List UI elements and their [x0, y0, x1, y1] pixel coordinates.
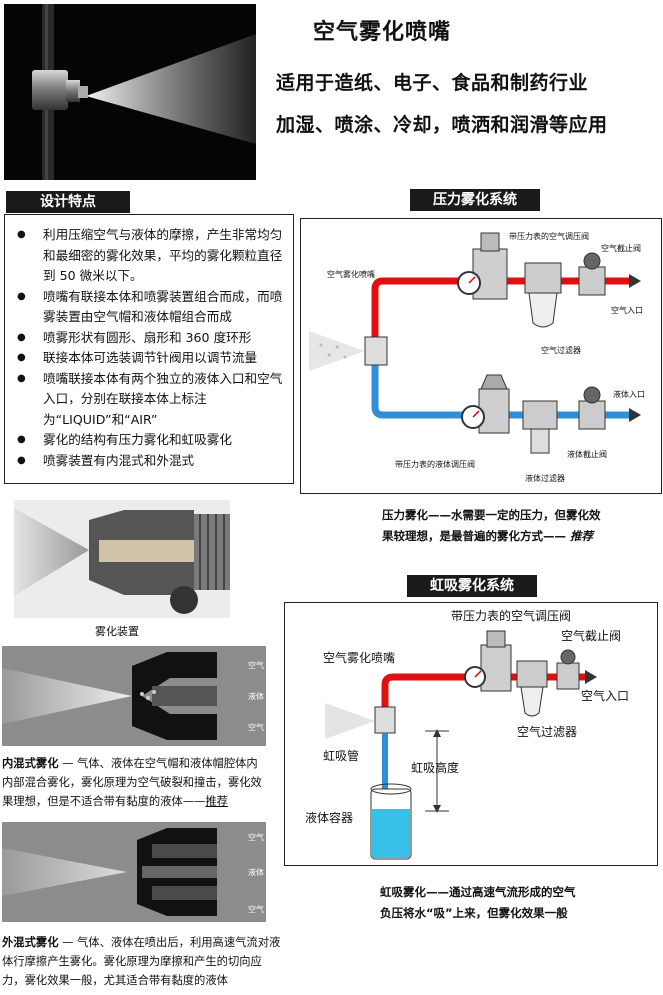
feature-item: 利用压缩空气与液体的摩擦，产生非常均匀和最细密的雾化效果，平均的雾化颗粒直径到 … — [15, 225, 285, 287]
recommend-link[interactable]: 推荐 — [205, 795, 228, 808]
atomizer-assembly-image — [14, 500, 230, 618]
pressure-caption-line2: 果较理想，是最普遍的雾化方式—— 推荐 — [382, 526, 593, 546]
atomizer-caption: 雾化装置 — [95, 625, 139, 638]
feature-item: 喷雾装置有内混式和外混式 — [15, 451, 285, 472]
features-heading: 设计特点 — [6, 191, 130, 213]
air-inlet-label: 空气入口 — [581, 689, 630, 703]
air-shutoff-label: 空气截止阀 — [601, 244, 641, 253]
external-mix-diagram: 空气 液体 空气 — [2, 822, 266, 922]
feature-item: 喷嘴联接本体有两个独立的液体入口和空气入口，分别在联接本体上标注为“LIQUID… — [15, 369, 285, 431]
siphon-caption-line1: 虹吸雾化——通过高速气流形成的空气 — [380, 885, 576, 899]
liquid-regulator-label: 带压力表的液体调压阀 — [395, 460, 475, 469]
feature-item: 喷嘴有联接本体和喷雾装置组合而成，而喷雾装置由空气帽和液体帽组合而成 — [15, 287, 285, 328]
pressure-caption-text: 果较理想，是最普遍的雾化方式—— — [382, 529, 566, 543]
air-shutoff-label: 空气截止阀 — [561, 629, 622, 643]
external-mix-text: — 气体、液体在喷出后，利用高速气流对液体行摩擦产生雾化。雾化原理为摩擦和产生的… — [2, 936, 281, 987]
air-regulator-label: 带压力表的空气调压阀 — [451, 609, 572, 623]
air-label: 空气 — [248, 661, 264, 670]
liquid-label: 液体 — [248, 868, 264, 877]
external-mix-description: 外混式雾化 — 气体、液体在喷出后，利用高速气流对液体行摩擦产生雾化。雾化原理为… — [2, 933, 282, 990]
liquid-filter-label: 液体过滤器 — [525, 474, 565, 483]
pressure-system-diagram: 空气雾化喷嘴 带压力表的空气调压阀 空气截止阀 空气入口 空气过滤器 液体入口 … — [300, 218, 662, 494]
air-filter-label: 空气过滤器 — [541, 346, 581, 355]
siphon-height-label: 虹吸高度 — [411, 761, 460, 775]
container-label: 液体容器 — [305, 811, 354, 825]
internal-mix-diagram: 空气 液体 空气 — [2, 646, 266, 746]
subtitle-applications: 加湿、喷涂、冷却，喷洒和润滑等应用 — [276, 114, 608, 136]
nozzle-photo — [4, 4, 256, 180]
pressure-caption-line1: 压力雾化——水需要一定的压力，但雾化效 — [382, 508, 601, 522]
internal-mix-term: 内混式雾化 — [2, 757, 59, 770]
siphon-system-heading: 虹吸雾化系统 — [407, 575, 537, 597]
air-filter-label: 空气过滤器 — [517, 725, 578, 739]
page-title: 空气雾化喷嘴 — [313, 19, 452, 45]
external-mix-term: 外混式雾化 — [2, 936, 59, 949]
air-label: 空气 — [248, 833, 264, 842]
liquid-label: 液体 — [248, 692, 264, 701]
siphon-tube-label: 虹吸管 — [323, 749, 360, 763]
air-inlet-label: 空气入口 — [611, 306, 643, 315]
internal-mix-description: 内混式雾化 — 气体、液体在空气帽和液体帽腔体内内部混合雾化，雾化原理为空气破裂… — [2, 754, 268, 811]
feature-item: 联接本体可选装调节针阀用以调节流量 — [15, 348, 285, 369]
feature-item: 雾化的结构有压力雾化和虹吸雾化 — [15, 430, 285, 451]
air-regulator-label: 带压力表的空气调压阀 — [509, 232, 589, 241]
air-label: 空气 — [248, 723, 264, 732]
nozzle-label: 空气雾化喷嘴 — [327, 270, 375, 279]
features-box: 利用压缩空气与液体的摩擦，产生非常均匀和最细密的雾化效果，平均的雾化颗粒直径到 … — [4, 214, 294, 484]
feature-item: 喷雾形状有圆形、扇形和 360 度环形 — [15, 328, 285, 349]
recommend-emphasis: 推荐 — [570, 529, 594, 543]
liquid-shutoff-label: 液体截止阀 — [567, 450, 607, 459]
siphon-system-diagram: 带压力表的空气调压阀 空气截止阀 空气雾化喷嘴 空气入口 空气过滤器 虹吸管 虹… — [284, 602, 658, 866]
liquid-inlet-label: 液体入口 — [613, 390, 645, 399]
pressure-system-heading: 压力雾化系统 — [410, 189, 540, 211]
subtitle-industries: 适用于造纸、电子、食品和制药行业 — [276, 72, 589, 94]
nozzle-label: 空气雾化喷嘴 — [323, 651, 396, 665]
air-label: 空气 — [248, 905, 264, 914]
siphon-caption-line2: 负压将水“吸”上来，但雾化效果一般 — [380, 906, 568, 920]
internal-mix-text: — 气体、液体在空气帽和液体帽腔体内内部混合雾化，雾化原理为空气破裂和撞击，雾化… — [2, 757, 262, 808]
